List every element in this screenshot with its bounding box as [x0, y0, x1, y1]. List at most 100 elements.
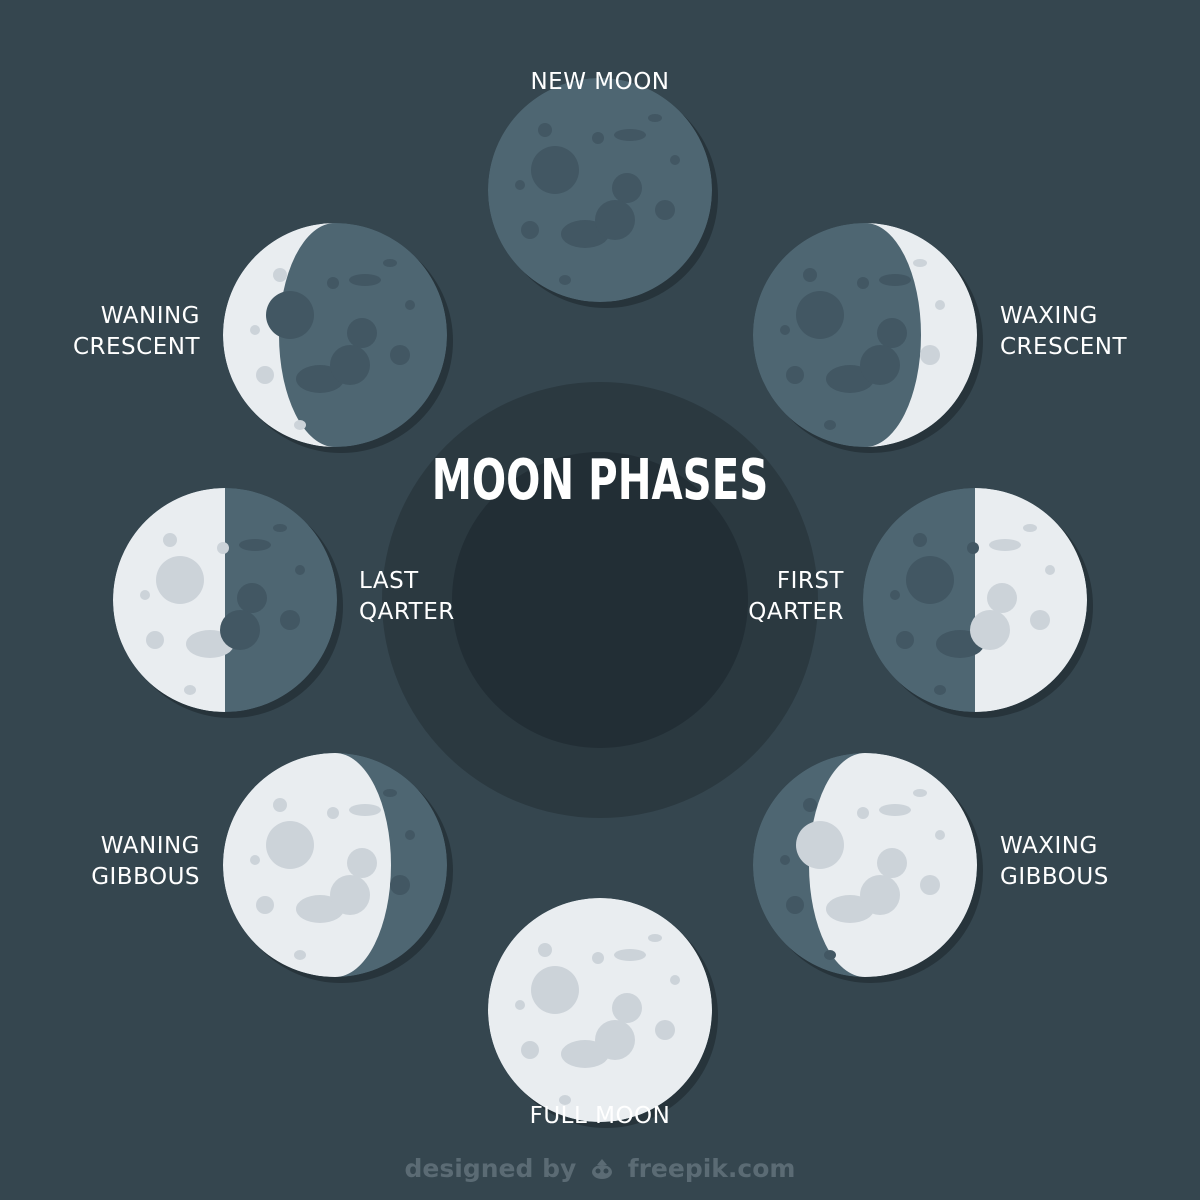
center-ring-inner — [452, 452, 748, 748]
moon-crater — [1023, 524, 1037, 532]
moon-waxing-gibbous — [753, 753, 983, 983]
moon-crater — [538, 123, 552, 137]
moon-crater — [935, 830, 945, 840]
moon-last-quarter — [113, 488, 343, 718]
moon-crater — [515, 1000, 525, 1010]
label-waxing-gibbous-line1: WAXING — [1000, 833, 1098, 859]
moon-crater — [349, 274, 381, 286]
moon-crater — [538, 943, 552, 957]
moon-crater — [390, 875, 410, 895]
moon-crater — [877, 848, 907, 878]
label-waning-crescent-line2: CRESCENT — [72, 334, 200, 360]
moon-crater — [592, 952, 604, 964]
moon-lit-surface — [223, 753, 391, 977]
moon-disc — [753, 223, 977, 447]
moon-crater — [184, 685, 196, 695]
moon-crater — [612, 173, 642, 203]
moon-disc — [223, 223, 447, 447]
credit-prefix: designed by — [404, 1154, 577, 1183]
moon-new-moon — [488, 78, 718, 308]
moon-crater — [266, 291, 314, 339]
moon-crater — [521, 221, 539, 239]
moon-crater — [156, 556, 204, 604]
label-first-quarter: FIRST QARTER — [700, 566, 844, 628]
freepik-logo-icon — [592, 1159, 612, 1179]
moon-crater — [330, 345, 370, 385]
moon-crater — [860, 345, 900, 385]
moon-crater — [989, 539, 1021, 551]
moon-crater — [860, 875, 900, 915]
moon-crater — [648, 934, 662, 942]
moon-crater — [515, 180, 525, 190]
moon-crater — [327, 807, 339, 819]
moon-crater — [655, 1020, 675, 1040]
moon-crater — [670, 155, 680, 165]
label-first-quarter-line1: FIRST — [776, 568, 844, 594]
designer-credit: designed by freepik.com — [300, 1154, 900, 1183]
moon-crater — [987, 583, 1017, 613]
moon-full-moon — [488, 898, 718, 1128]
moon-crater — [934, 685, 946, 695]
moon-crater — [294, 420, 306, 430]
moon-crater — [824, 420, 836, 430]
moon-crater — [913, 533, 927, 547]
moon-crater — [239, 539, 271, 551]
moon-crater — [913, 789, 927, 797]
moon-crater — [217, 542, 229, 554]
moon-crater — [256, 366, 274, 384]
moon-waxing-crescent — [753, 223, 983, 453]
moon-crater — [920, 345, 940, 365]
moon-crater — [250, 855, 260, 865]
moon-crater — [531, 966, 579, 1014]
moon-crater — [592, 132, 604, 144]
moon-crater — [163, 533, 177, 547]
moon-crater — [405, 300, 415, 310]
label-waxing-crescent-line2: CRESCENT — [1000, 334, 1128, 360]
moon-disc — [488, 898, 712, 1122]
moon-crater — [273, 268, 287, 282]
moon-crater — [140, 590, 150, 600]
moon-crater — [796, 291, 844, 339]
moon-crater — [612, 993, 642, 1023]
moon-crater — [280, 610, 300, 630]
moon-crater — [383, 259, 397, 267]
moon-crater — [295, 565, 305, 575]
moon-crater — [780, 325, 790, 335]
moon-crater — [266, 821, 314, 869]
moon-crater — [796, 821, 844, 869]
moon-crater — [890, 590, 900, 600]
moon-first-quarter — [863, 488, 1093, 718]
moon-crater — [786, 366, 804, 384]
moon-crater — [383, 789, 397, 797]
label-last-quarter-line1: LAST — [359, 568, 419, 594]
moon-crater — [970, 610, 1010, 650]
label-waxing-crescent: WAXING CRESCENT — [1000, 301, 1190, 363]
moon-crater — [877, 318, 907, 348]
moon-crater — [349, 804, 381, 816]
moon-crater — [857, 807, 869, 819]
moon-crater — [237, 583, 267, 613]
moon-crater — [614, 949, 646, 961]
label-waning-gibbous: WANING GIBBOUS — [10, 831, 200, 893]
label-waxing-gibbous: WAXING GIBBOUS — [1000, 831, 1190, 893]
moon-waning-crescent — [223, 223, 453, 453]
moon-crater — [857, 277, 869, 289]
moon-disc — [488, 78, 712, 302]
moon-crater — [405, 830, 415, 840]
moon-crater — [803, 268, 817, 282]
moon-crater — [1030, 610, 1050, 630]
label-waxing-gibbous-line2: GIBBOUS — [1000, 864, 1109, 890]
moon-lit-surface — [488, 898, 712, 1122]
moon-crater — [256, 896, 274, 914]
label-waning-gibbous-line1: WANING — [100, 833, 200, 859]
label-waning-crescent: WANING CRESCENT — [10, 301, 200, 363]
moon-crater — [559, 1095, 571, 1105]
moon-crater — [648, 114, 662, 122]
page-title: MOON PHASES — [431, 448, 769, 513]
label-waxing-crescent-line1: WAXING — [1000, 303, 1098, 329]
moon-crater — [1045, 565, 1055, 575]
label-waning-gibbous-line2: GIBBOUS — [91, 864, 200, 890]
moon-crater — [879, 274, 911, 286]
moon-crater — [879, 804, 911, 816]
